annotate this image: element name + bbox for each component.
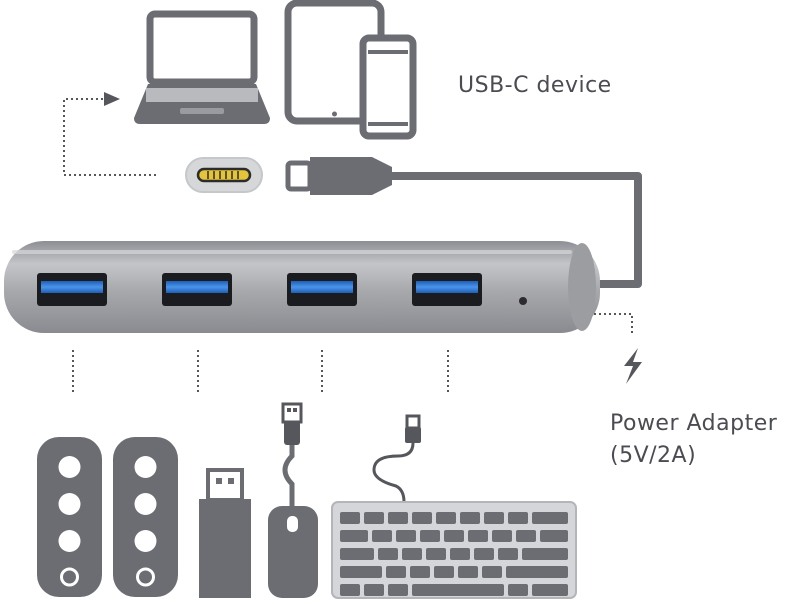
keyboard-key: [340, 566, 382, 578]
keyboard-key: [372, 530, 392, 542]
keyboard-key: [474, 548, 494, 560]
usb-c-device-label: USB-C device: [458, 73, 612, 98]
speaker-icon: [113, 437, 178, 597]
keyboard-key: [364, 584, 384, 596]
keyboard-key: [522, 548, 568, 560]
keyboard-key: [458, 566, 478, 578]
keyboard-key: [436, 512, 456, 524]
keyboard-key: [540, 530, 568, 542]
keyboard-key: [402, 548, 422, 560]
keyboard-key: [396, 530, 416, 542]
keyboard-key: [532, 584, 568, 596]
power-adapter-label: Power Adapter (5V/2A): [610, 408, 777, 472]
smartphone-icon: [359, 34, 417, 140]
keyboard-key: [388, 512, 408, 524]
keyboard-key: [498, 548, 518, 560]
usb-c-port-icon: [185, 157, 263, 193]
laptop-icon: [134, 10, 270, 124]
dotted-connection-laptop: [63, 98, 156, 176]
keyboard-key: [468, 530, 488, 542]
usb-c-cable: [390, 172, 642, 288]
keyboard-key: [508, 512, 528, 524]
usb-a-port-icon: [287, 273, 357, 306]
keyboard-key: [364, 512, 384, 524]
keyboard-key: [460, 512, 480, 524]
dotted-connection-power: [594, 313, 633, 334]
power-adapter-label-line2: (5V/2A): [610, 443, 697, 468]
speaker-icon: [37, 437, 102, 597]
keyboard-key: [484, 512, 504, 524]
keyboard-key: [412, 584, 504, 596]
keyboard-key: [492, 530, 512, 542]
hub-status-led: [519, 297, 527, 305]
dotted-connections-devices: [72, 350, 449, 392]
keyboard-key: [340, 548, 374, 560]
keyboard-key: [450, 548, 470, 560]
usb-a-port-icon: [162, 273, 232, 306]
keyboard-key: [386, 566, 406, 578]
keyboard-keys: [340, 512, 568, 596]
mouse-icon: [268, 402, 318, 598]
keyboard-key: [340, 584, 360, 596]
keyboard-key: [508, 584, 528, 596]
keyboard-icon: [331, 414, 577, 599]
keyboard-key: [340, 530, 368, 542]
keyboard-key: [506, 566, 568, 578]
keyboard-key: [532, 512, 568, 524]
keyboard-key: [340, 512, 360, 524]
keyboard-key: [516, 530, 536, 542]
keyboard-key: [378, 548, 398, 560]
usb-c-plug-icon: [285, 157, 392, 195]
usb-a-port-icon: [412, 273, 482, 306]
power-adapter-label-line1: Power Adapter: [610, 411, 778, 436]
lightning-bolt-icon: [624, 348, 642, 384]
usb-a-ports: [37, 273, 482, 306]
keyboard-key: [444, 530, 464, 542]
keyboard-key: [434, 566, 454, 578]
keyboard-key: [410, 566, 430, 578]
keyboard-key: [388, 584, 408, 596]
arrow-right-icon: [104, 92, 120, 106]
keyboard-key: [412, 512, 432, 524]
keyboard-key: [426, 548, 446, 560]
keyboard-key: [482, 566, 502, 578]
usb-a-port-icon: [37, 273, 107, 306]
keyboard-key: [420, 530, 440, 542]
usb-flash-drive-icon: [199, 468, 251, 598]
